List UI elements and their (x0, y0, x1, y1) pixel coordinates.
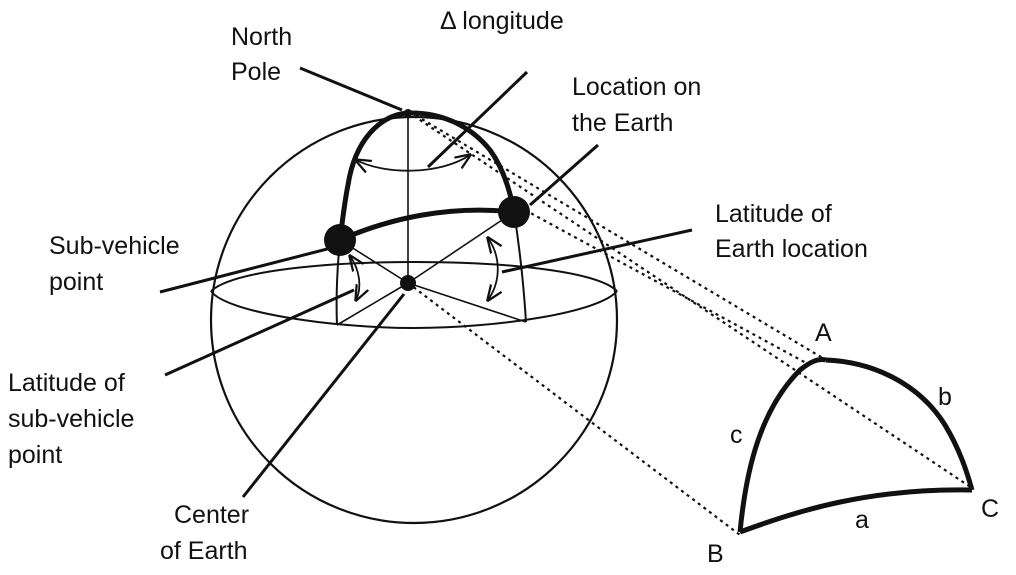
center-label-line2: of Earth (160, 537, 248, 565)
arc-pole-to-location (407, 110, 517, 213)
pointer-center (241, 293, 406, 498)
triangle-side-c (737, 357, 827, 533)
equator-front (210, 290, 618, 330)
delta-longitude-arc (356, 155, 470, 171)
location-point (498, 196, 530, 228)
radius-to-location (407, 211, 515, 284)
latitude-earth-label-line2: Earth location (715, 235, 868, 263)
north-pole-point (404, 109, 412, 117)
arc-pole-to-sub-vehicle (337, 110, 409, 241)
vertex-a-label: A (815, 319, 832, 347)
latitude-sub-vehicle-label-line2: sub-vehicle (8, 405, 135, 433)
side-b-label: b (938, 383, 952, 411)
center-point (400, 275, 416, 291)
sub-vehicle-label-line2: point (49, 268, 104, 296)
side-c-label: c (730, 421, 743, 449)
pointer-latitude-earth (501, 228, 693, 274)
vertex-c-label: C (981, 495, 1000, 523)
pointer-north-pole (299, 66, 403, 112)
radius-equator-right (407, 282, 527, 323)
arc-sub-vehicle-to-location (338, 207, 515, 243)
triangle-side-a (739, 487, 973, 535)
location-label-line2: the Earth (572, 109, 674, 137)
vertex-b-label: B (707, 540, 724, 568)
sub-vehicle-label-line1: Sub-vehicle (49, 232, 180, 260)
latitude-earth-label-line1: Latitude of (715, 200, 832, 228)
projection-location-to-a (524, 209, 809, 365)
radius-equator-left (336, 282, 409, 326)
pointer-latitude-sub-vehicle (164, 288, 355, 377)
latitude-location-arc (488, 238, 498, 300)
latitude-sub-vehicle-label-line3: point (8, 441, 63, 469)
latitude-sub-vehicle-label-line1: Latitude of (8, 369, 125, 397)
north-pole-label-line2: Pole (231, 58, 282, 86)
projection-center-to-b (407, 282, 741, 536)
triangle-side-b (825, 357, 975, 491)
center-label-line1: Center (174, 501, 250, 529)
pointer-delta-longitude (426, 70, 529, 169)
pointer-sub-vehicle (159, 245, 336, 294)
latitude-sub-vehicle-arc (350, 256, 359, 300)
equator-back (210, 260, 618, 292)
north-pole-label-line1: North (231, 23, 293, 51)
location-label-line1: Location on (572, 73, 702, 101)
delta-longitude-label: Δ longitude (440, 7, 564, 35)
sub-vehicle-point (324, 224, 356, 256)
side-a-label: a (855, 506, 869, 534)
pointer-location (529, 143, 599, 207)
